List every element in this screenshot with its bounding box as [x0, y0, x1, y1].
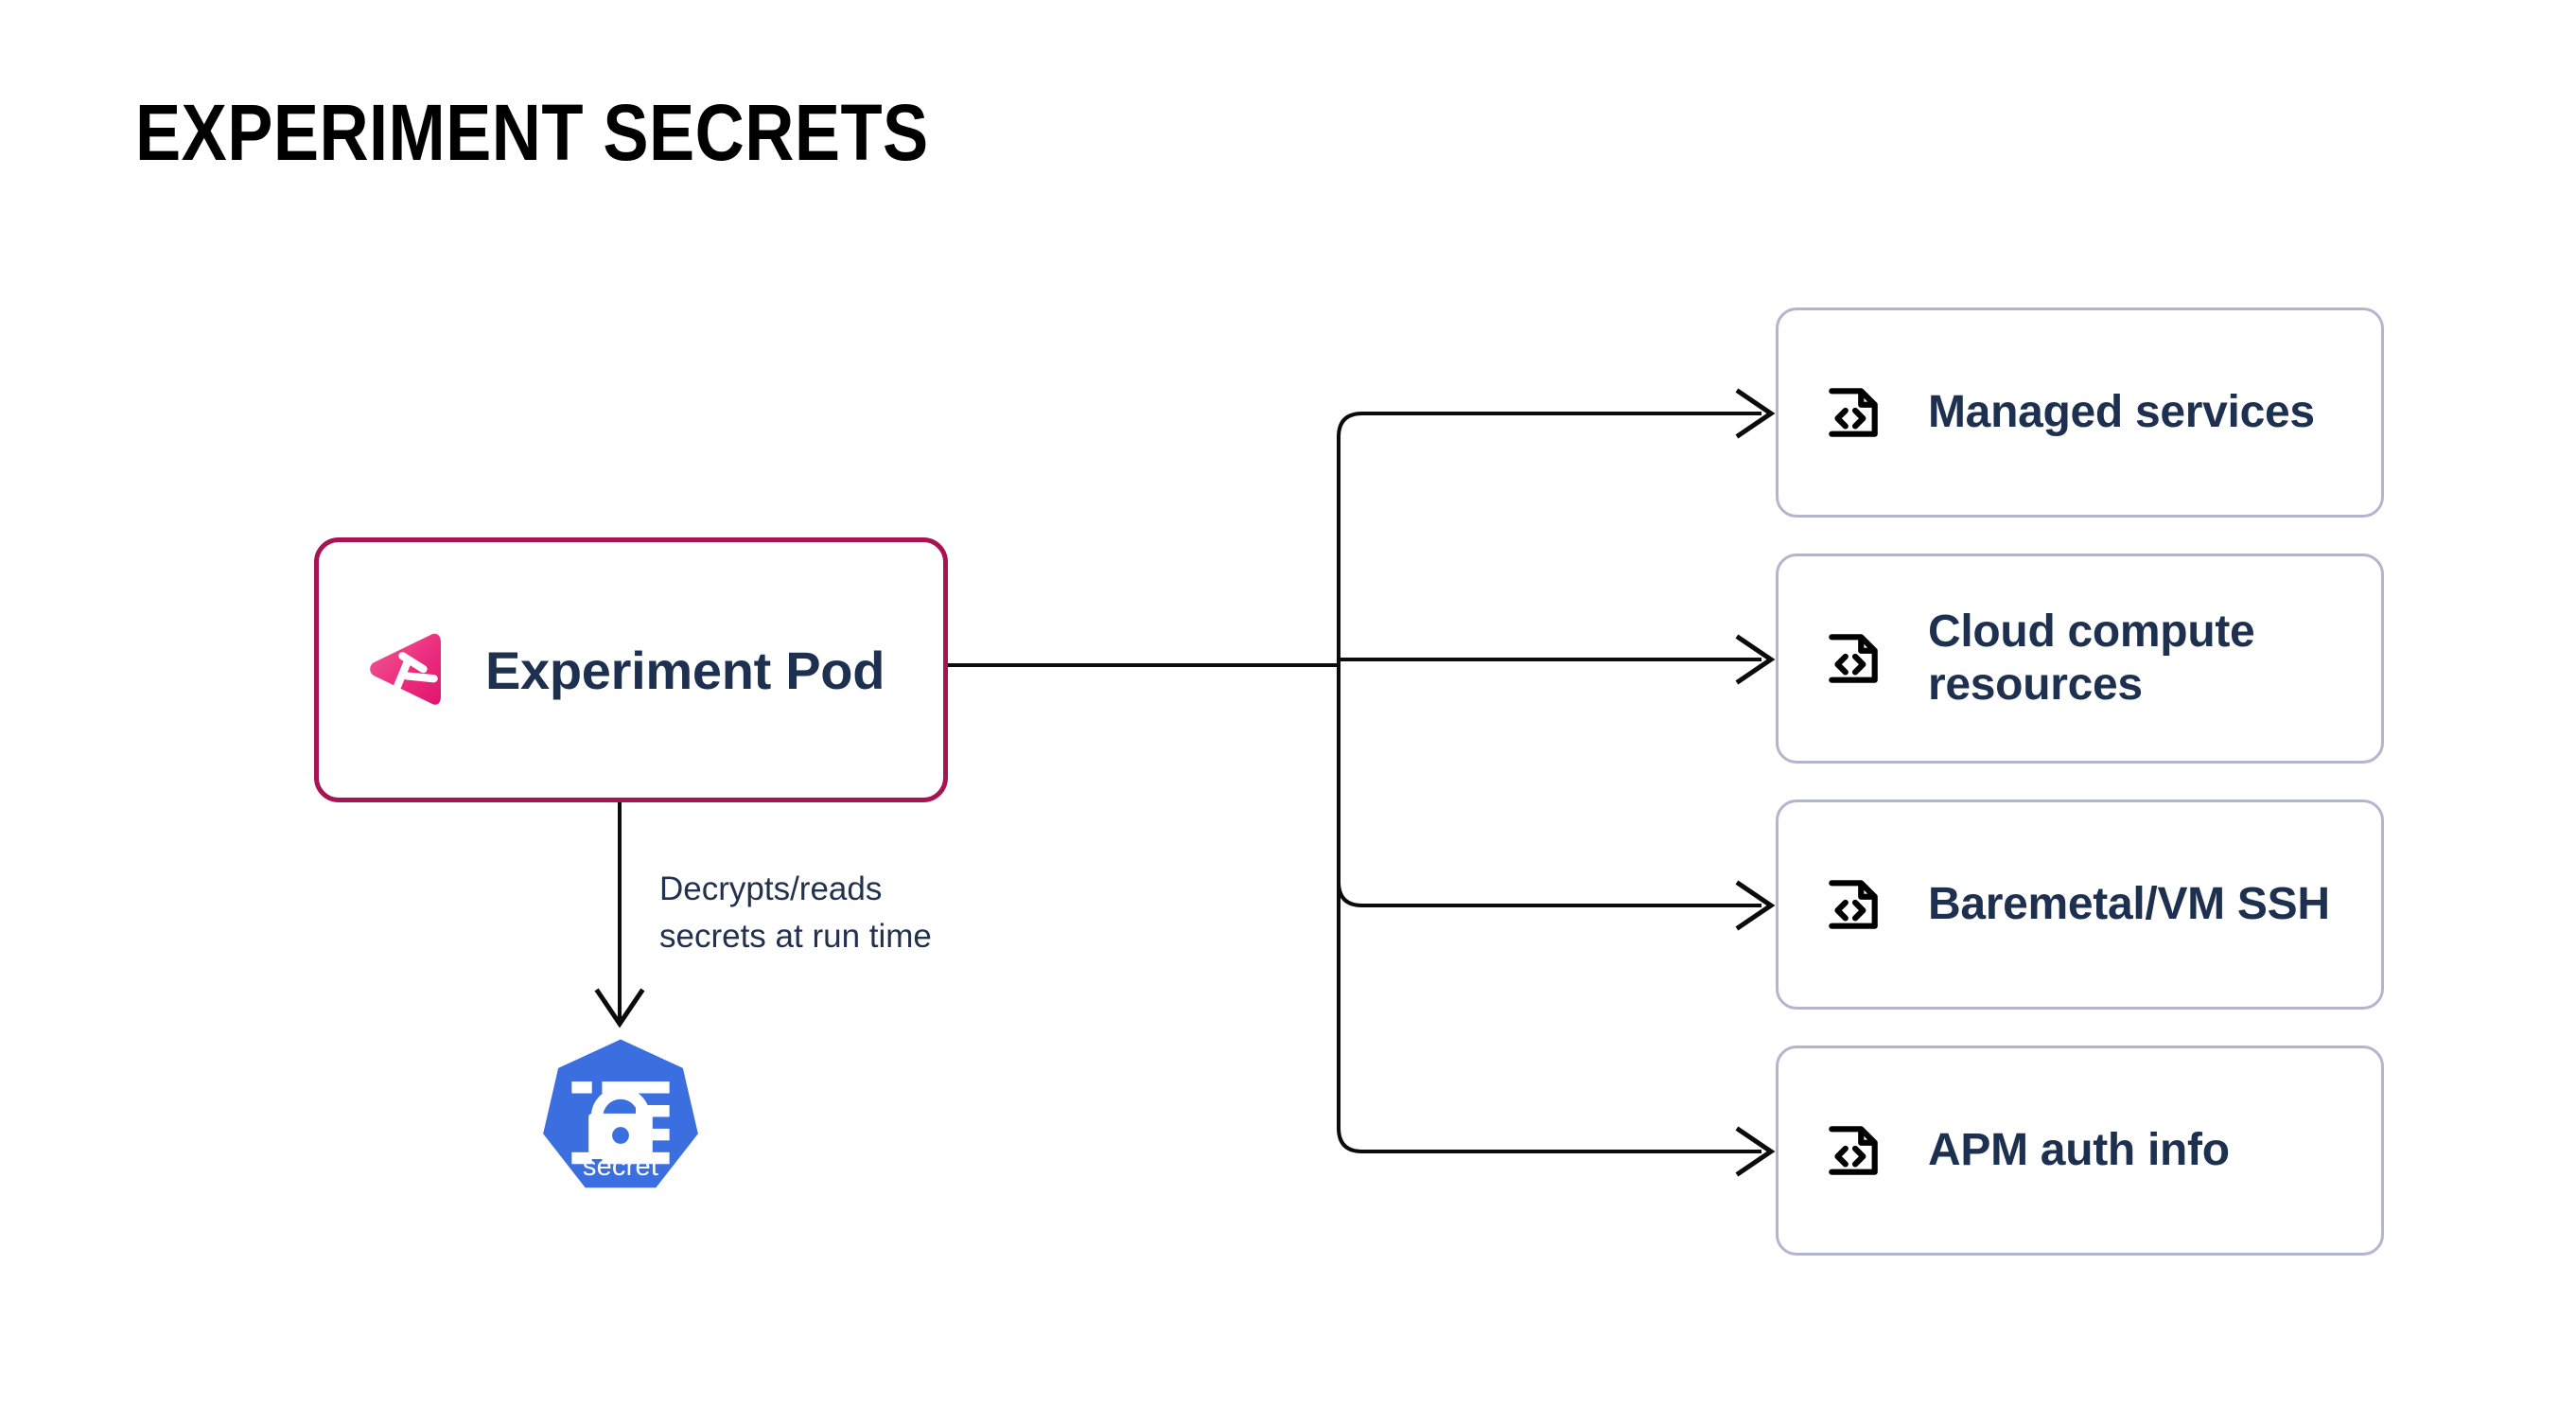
arrowhead-pod-to-secret [594, 988, 645, 1028]
secret-node-label: secret [582, 1151, 659, 1182]
target-card-apm-auth-info[interactable]: APM auth info [1776, 1046, 2384, 1256]
arrowhead-apm-auth [1735, 1126, 1776, 1177]
experiment-pod-node[interactable]: Experiment Pod [314, 537, 948, 802]
file-code-icon [1822, 627, 1884, 690]
arrowhead-baremetal-ssh [1735, 880, 1776, 931]
file-code-icon [1822, 873, 1884, 936]
target-card-label: Baremetal/VM SSH [1928, 878, 2330, 929]
experiment-pod-label: Experiment Pod [485, 640, 885, 700]
target-card-cloud-compute-resources[interactable]: Cloud compute resources [1776, 554, 2384, 764]
file-code-icon [1822, 381, 1884, 444]
edge-branch-apm-auth [1337, 665, 1761, 1153]
file-code-icon [1822, 1119, 1884, 1182]
page-title: EXPERIMENT SECRETS [135, 88, 929, 177]
target-card-label: APM auth info [1928, 1124, 2230, 1175]
edge-caption-decrypt-secrets: Decrypts/reads secrets at run time [659, 870, 932, 955]
arrowhead-cloud-compute [1735, 634, 1776, 685]
target-card-baremetal-vm-ssh[interactable]: Baremetal/VM SSH [1776, 800, 2384, 1010]
target-card-managed-services[interactable]: Managed services [1776, 308, 2384, 518]
litmus-chaos-logo-icon [364, 626, 451, 713]
edge-branch-managed-services [1337, 412, 1761, 665]
edge-branch-baremetal-ssh [1337, 665, 1761, 907]
target-card-label: Cloud compute resources [1928, 606, 2255, 710]
kubernetes-secret-node[interactable]: secret [536, 1036, 705, 1216]
arrowhead-managed-services [1735, 388, 1776, 439]
kubernetes-secret-lock-icon [543, 1039, 698, 1188]
target-card-label: Managed services [1928, 386, 2315, 437]
